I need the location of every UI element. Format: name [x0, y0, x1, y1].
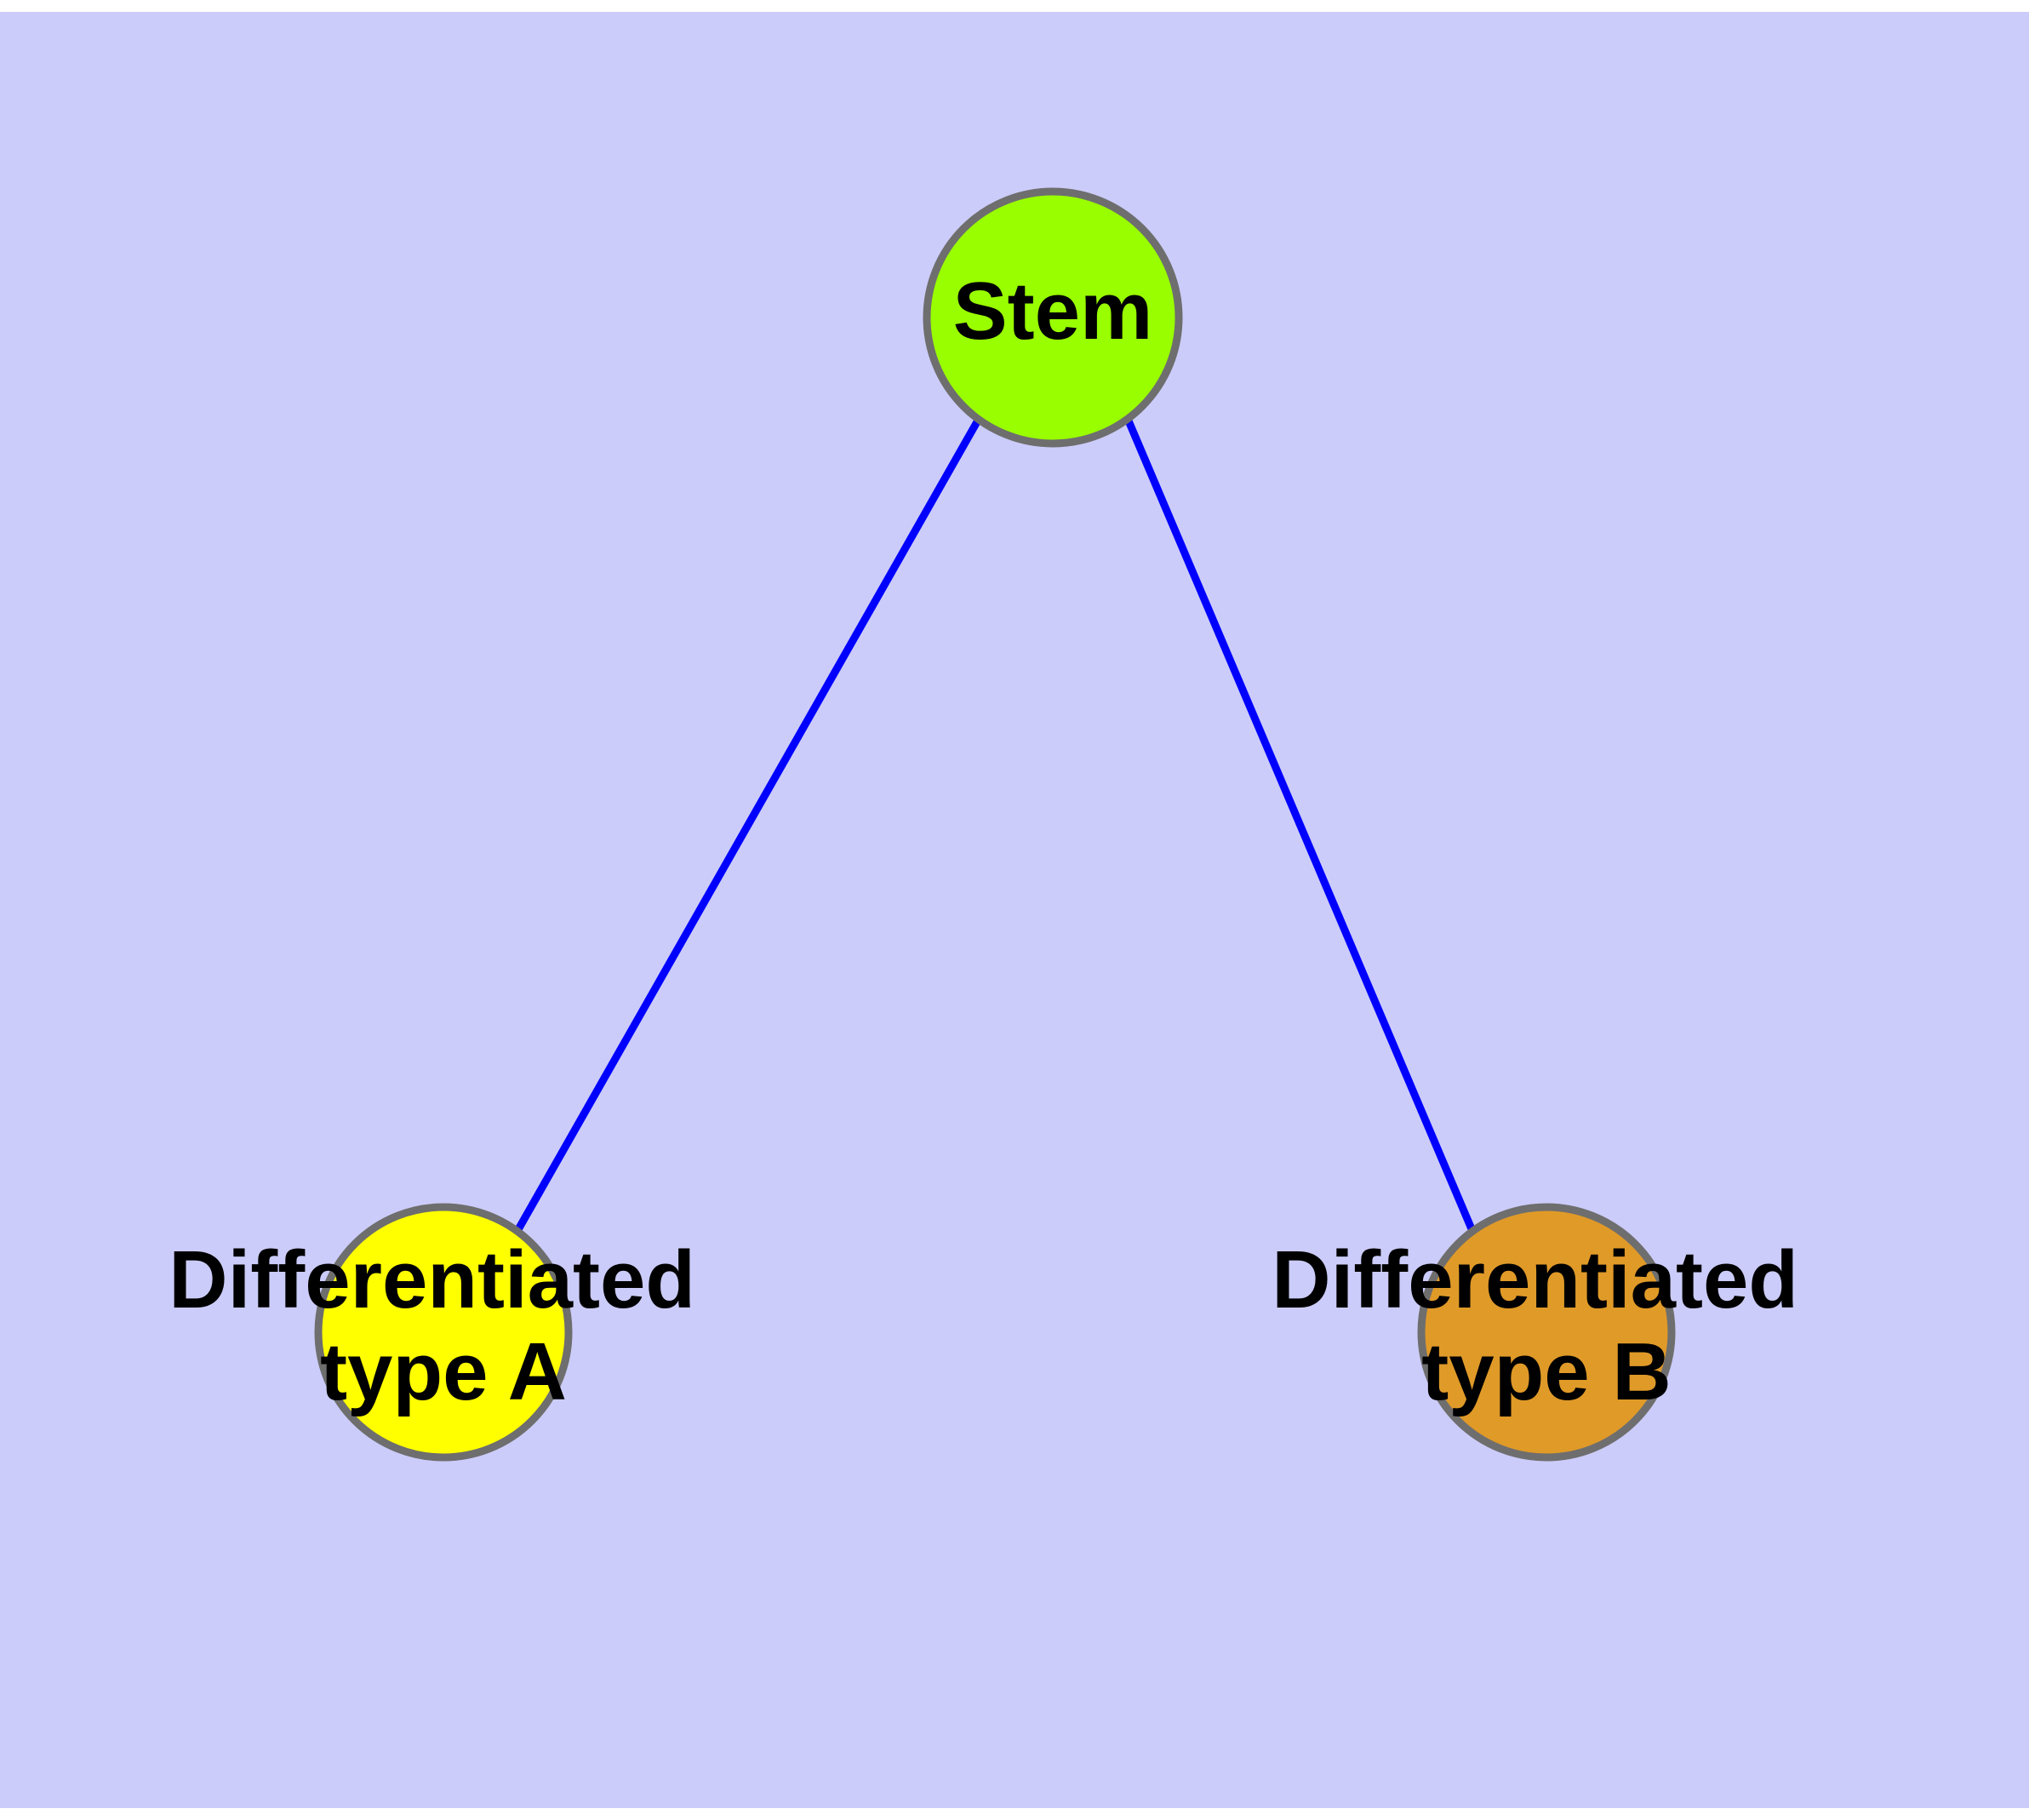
node-differentiated-type-a-label-line-2: type A: [320, 1326, 567, 1417]
node-differentiated-type-a-label: Differentiated type A: [169, 1234, 717, 1417]
node-differentiated-type-b-circle[interactable]: [1417, 1203, 1676, 1462]
node-stem-circle[interactable]: [923, 187, 1183, 448]
node-stem-label: Stem: [953, 266, 1153, 357]
node-differentiated-type-a[interactable]: [314, 1203, 573, 1462]
node-stem-label-line-1: Stem: [953, 266, 1153, 357]
node-differentiated-type-b-label-line-2: type B: [1421, 1326, 1671, 1417]
edge-stem-to-differentiated-b[interactable]: [1123, 417, 1477, 1233]
edges-layer: [514, 416, 1477, 1233]
labels-layer: Stem Differentiated type A Differentiate…: [169, 266, 1820, 1417]
node-differentiated-type-b-label: Differentiated type B: [1272, 1234, 1820, 1417]
node-differentiated-type-b-label-line-1: Differentiated: [1272, 1234, 1798, 1325]
nodes-layer: [314, 187, 1676, 1462]
node-differentiated-type-b[interactable]: [1417, 1203, 1676, 1462]
node-differentiated-type-a-circle[interactable]: [314, 1203, 573, 1462]
node-differentiated-type-a-label-line-1: Differentiated: [169, 1234, 695, 1325]
edge-stem-to-differentiated-a[interactable]: [514, 416, 982, 1233]
node-stem[interactable]: [923, 187, 1183, 448]
